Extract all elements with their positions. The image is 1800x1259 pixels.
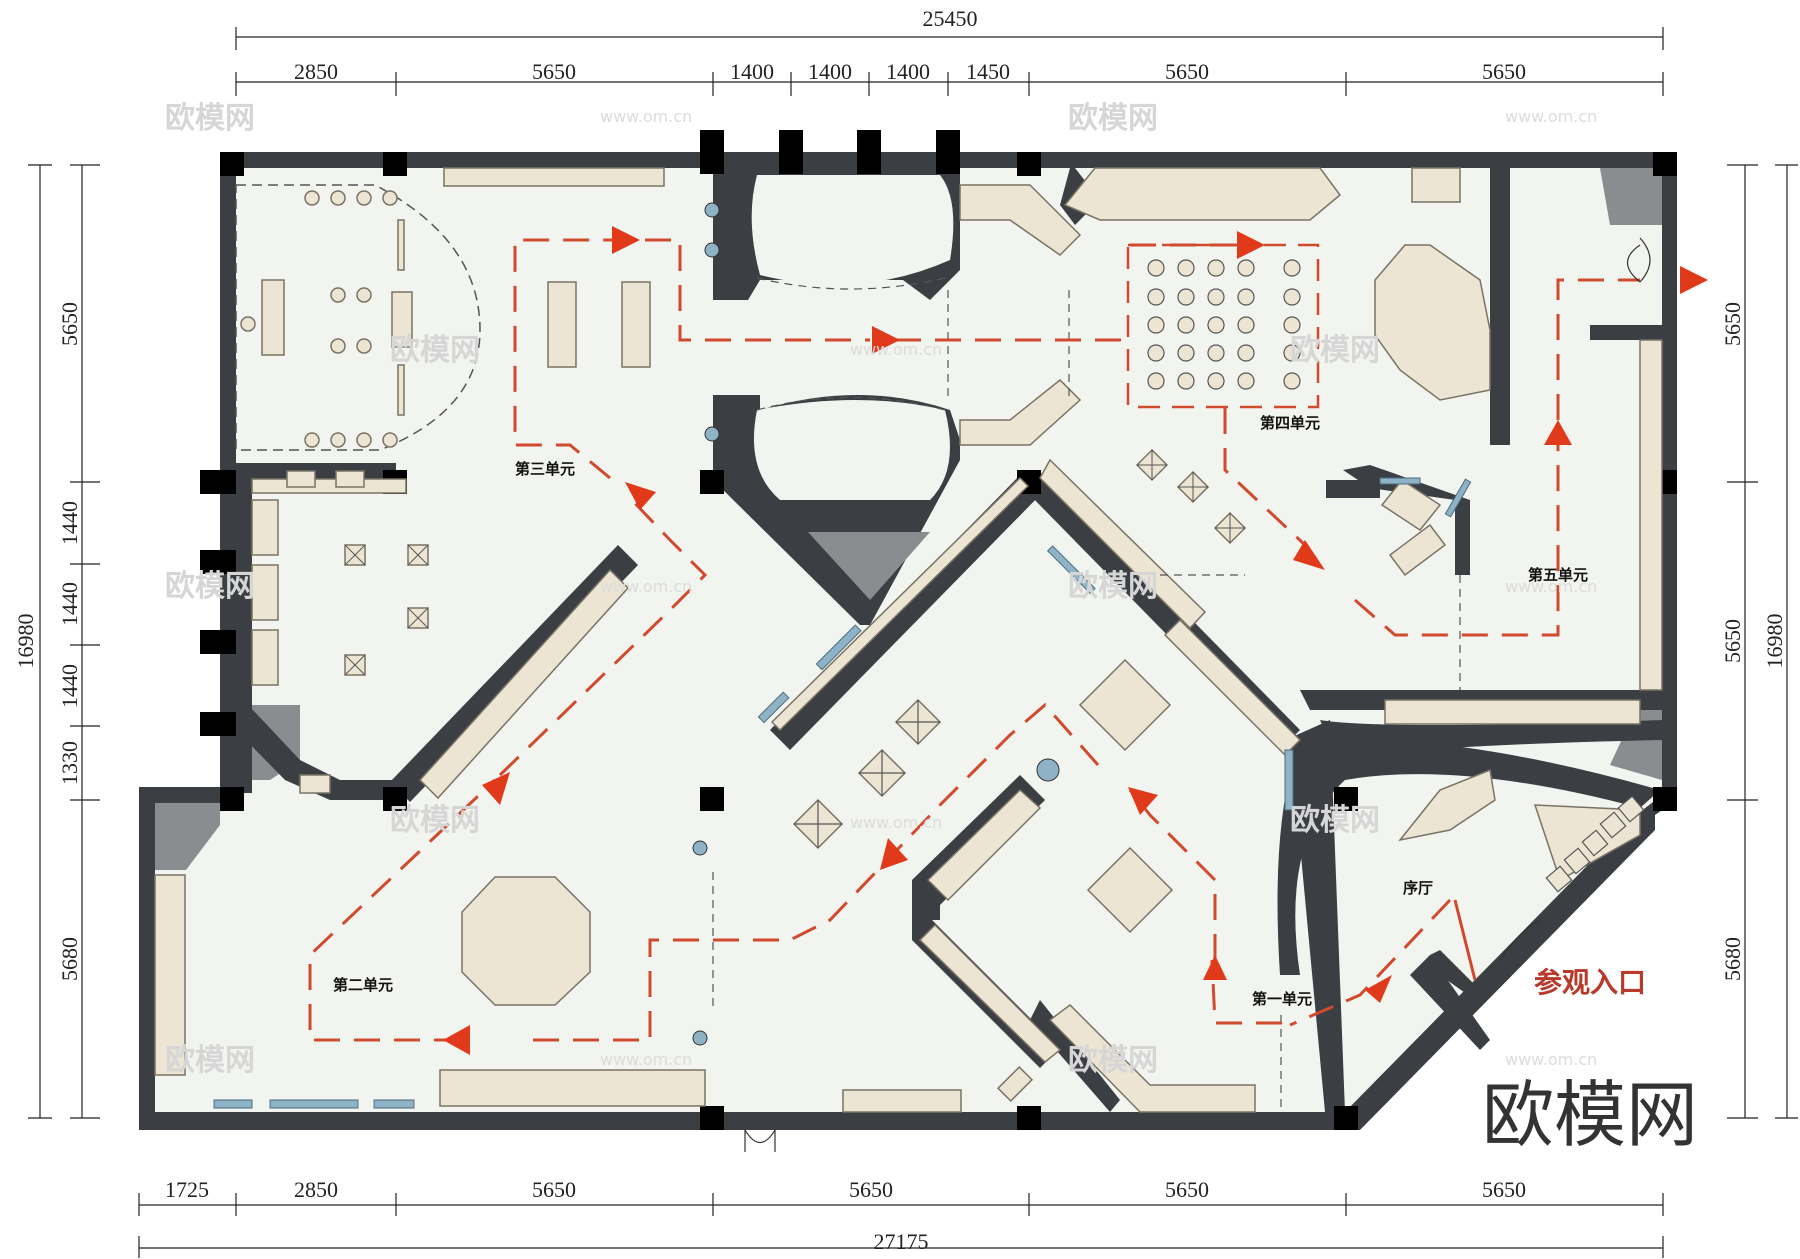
entrance-label: 参观入口	[1534, 966, 1646, 999]
left-dim-5: 1330	[57, 741, 82, 785]
room-labels: 第三单元 第四单元 第五单元 第二单元 第一单元 序厅 参观入口	[333, 414, 1646, 1008]
top-dim-4: 1400	[808, 59, 852, 84]
bottom-dim-4: 5650	[849, 1177, 893, 1202]
right-dim-3: 5680	[1720, 937, 1745, 981]
unit5-label: 第五单元	[1528, 566, 1588, 584]
svg-text:欧模网: 欧模网	[165, 1043, 255, 1078]
openings	[712, 277, 1461, 1112]
top-dim-5: 1400	[886, 59, 930, 84]
unit3-label: 第三单元	[515, 460, 575, 478]
left-dim-1: 5650	[57, 302, 82, 346]
svg-text:www.om.cn: www.om.cn	[600, 577, 692, 596]
corner-fill-sw	[155, 803, 220, 870]
svg-text:www.om.cn: www.om.cn	[1505, 107, 1597, 126]
route-arrow	[1128, 787, 1158, 815]
exhibits	[154, 167, 1663, 1113]
top-dim-2: 5650	[532, 59, 576, 84]
unit4-label: 第四单元	[1260, 414, 1320, 432]
bottom-dim-2: 2850	[294, 1177, 338, 1202]
route-arrow	[880, 838, 908, 870]
svg-text:www.om.cn: www.om.cn	[1505, 1050, 1597, 1069]
svg-text:www.om.cn: www.om.cn	[600, 107, 692, 126]
top-dim-7: 5650	[1165, 59, 1209, 84]
route-arrow	[1680, 266, 1708, 294]
svg-text:欧模网: 欧模网	[1290, 803, 1380, 838]
lobby-benches	[1545, 795, 1645, 893]
lobby-label: 序厅	[1403, 879, 1433, 897]
bottom-dim-3: 5650	[532, 1177, 576, 1202]
pillars	[200, 130, 1677, 1130]
unit1-label: 第一单元	[1252, 990, 1312, 1008]
svg-text:欧模网: 欧模网	[1068, 1043, 1158, 1078]
visitor-route	[308, 226, 1708, 1055]
svg-text:www.om.cn: www.om.cn	[600, 1050, 692, 1069]
bottom-total-dim: 27175	[874, 1229, 929, 1254]
route-arrow	[1203, 955, 1227, 980]
top-dim-8: 5650	[1482, 59, 1526, 84]
svg-text:欧模网: 欧模网	[165, 101, 255, 136]
seating-grid	[1147, 259, 1301, 390]
route-arrow	[1544, 420, 1572, 445]
route-arrow	[482, 772, 510, 805]
route-arrow	[1293, 540, 1325, 570]
svg-text:欧模网: 欧模网	[390, 803, 480, 838]
top-dim-6: 1450	[966, 59, 1010, 84]
svg-text:www.om.cn: www.om.cn	[850, 340, 942, 359]
brand-logo: 欧模网	[1482, 1073, 1698, 1157]
route-arrow	[1365, 975, 1392, 1003]
right-dim-1: 5650	[1720, 302, 1745, 346]
right-dim-2: 5650	[1720, 619, 1745, 663]
left-dim-3: 1440	[57, 582, 82, 626]
top-dim-3: 1400	[730, 59, 774, 84]
bottom-dim-5: 5650	[1165, 1177, 1209, 1202]
top-dim-1: 2850	[294, 59, 338, 84]
svg-text:欧模网: 欧模网	[165, 569, 255, 604]
route-arrow	[612, 226, 640, 254]
route-arrow	[443, 1025, 470, 1055]
left-dim-2: 1440	[57, 501, 82, 545]
dimension-labels: 25450 2850 5650 1400 1400 1400 1450 5650…	[13, 6, 1787, 1254]
doors	[744, 237, 1651, 1152]
circular-markers	[692, 202, 720, 1046]
svg-text:欧模网: 欧模网	[1068, 569, 1158, 604]
svg-text:欧模网: 欧模网	[1290, 333, 1380, 368]
dimension-lines	[28, 27, 1798, 1258]
bottom-dim-1: 1725	[165, 1177, 209, 1202]
left-dim-6: 5680	[57, 937, 82, 981]
left-dim-4: 1440	[57, 664, 82, 708]
route-arrow	[625, 482, 656, 510]
top-total-dim: 25450	[923, 6, 978, 31]
right-total-dim: 16980	[1762, 614, 1787, 669]
route-arrow	[1237, 231, 1265, 259]
svg-text:欧模网: 欧模网	[390, 333, 480, 368]
svg-text:欧模网: 欧模网	[1068, 101, 1158, 136]
svg-text:www.om.cn: www.om.cn	[850, 813, 942, 832]
svg-text:www.om.cn: www.om.cn	[1505, 577, 1597, 596]
bottom-dim-6: 5650	[1482, 1177, 1526, 1202]
left-total-dim: 16980	[13, 614, 38, 669]
unit2-label: 第二单元	[333, 976, 393, 994]
route-arrow	[872, 326, 900, 354]
watermarks: 欧模网 www.om.cn 欧模网 www.om.cn 欧模网 www.om.c…	[165, 101, 1597, 1078]
